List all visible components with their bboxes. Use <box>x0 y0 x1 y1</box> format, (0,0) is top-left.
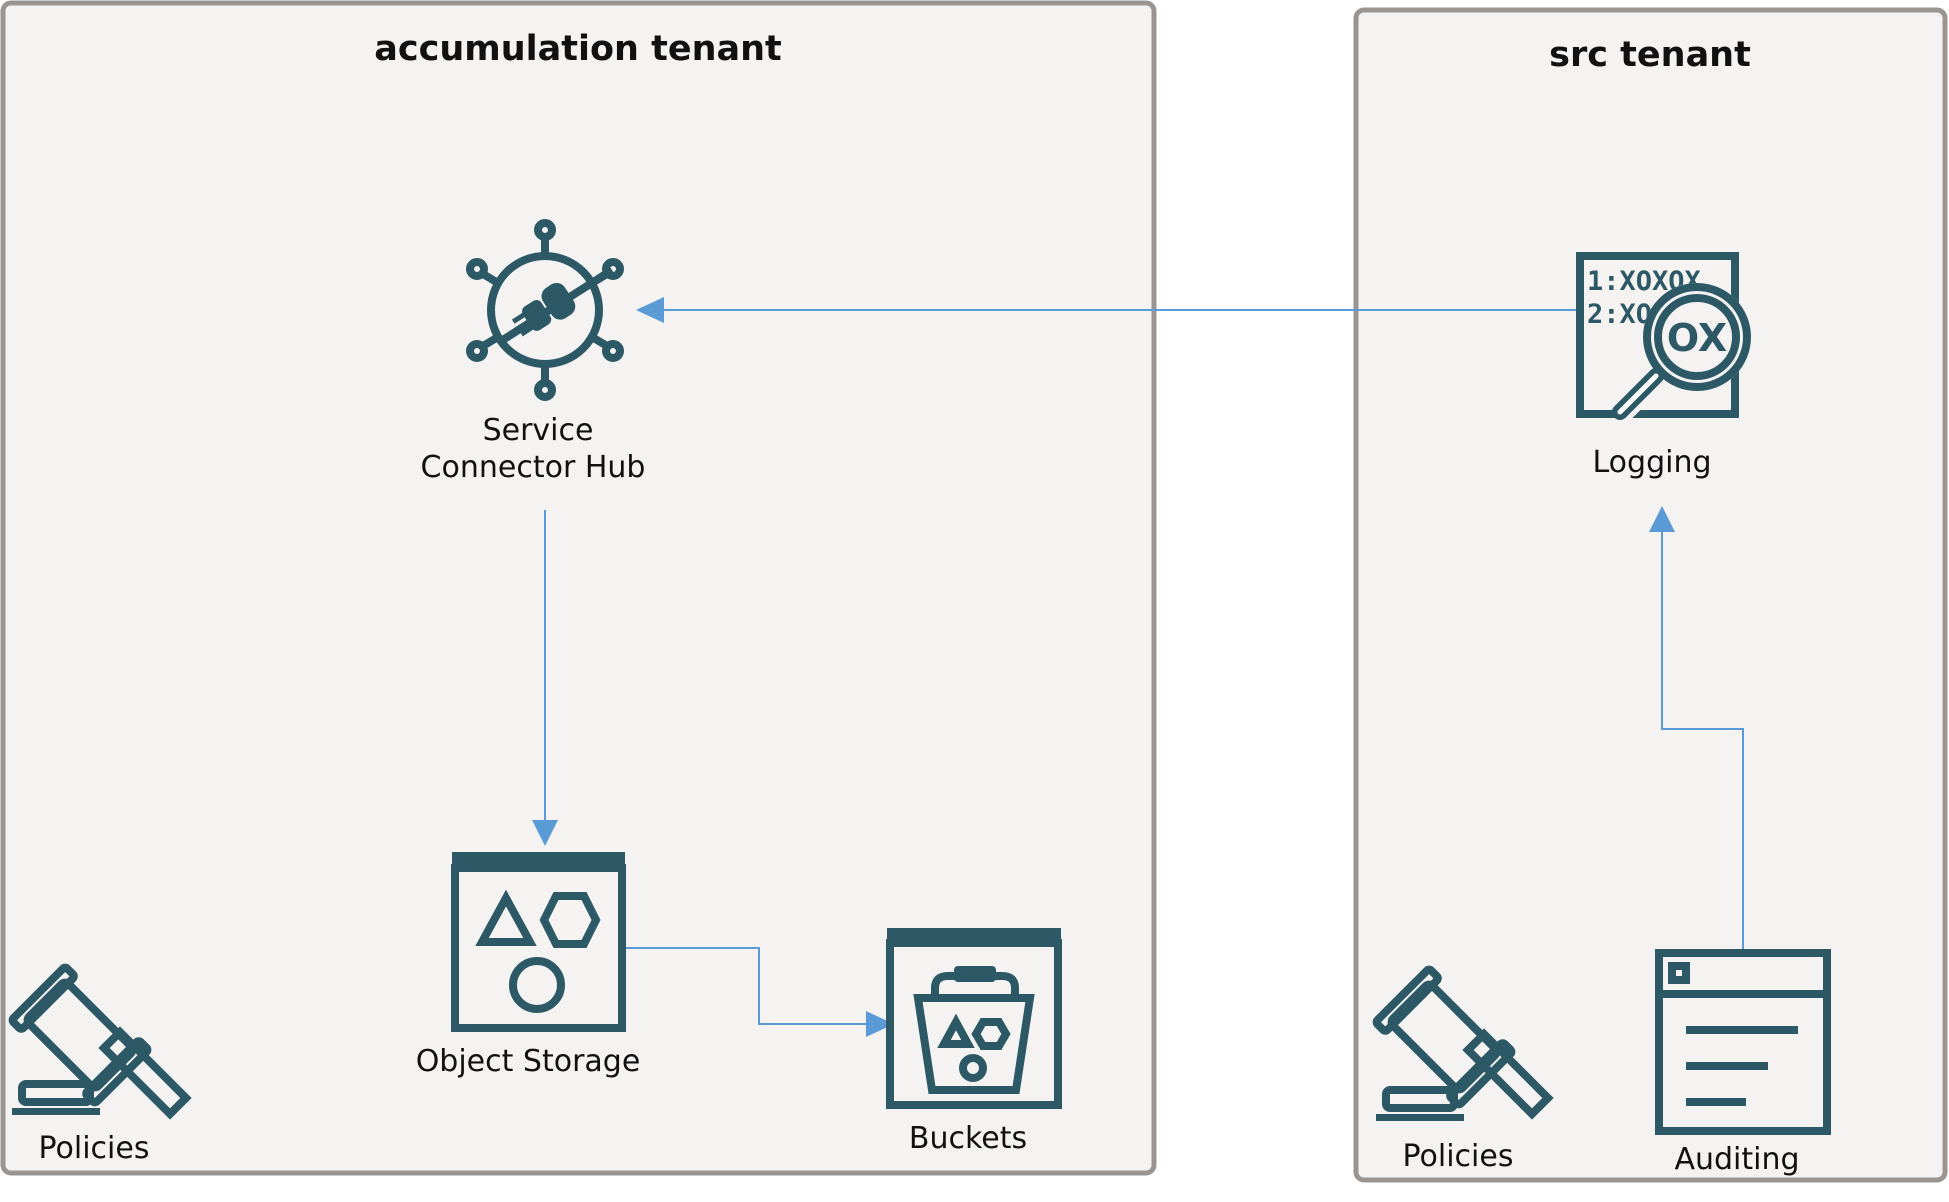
policies-src-label: Policies <box>1403 1139 1514 1174</box>
src-tenant-title: src tenant <box>1549 35 1751 75</box>
service-connector-hub-label-line2: Connector Hub <box>421 450 646 485</box>
arrowhead-buckets <box>866 1011 894 1037</box>
accumulation-tenant-title: accumulation tenant <box>374 29 782 69</box>
auditing-label: Auditing <box>1674 1142 1799 1177</box>
accumulation-tenant-box <box>0 0 1157 1176</box>
arrowhead-logging <box>1649 506 1675 532</box>
buckets-label: Buckets <box>909 1121 1027 1156</box>
arrowhead-object-storage <box>532 820 558 846</box>
audit-document-icon <box>1655 949 1831 1135</box>
logging-icon-text-line2: 2:XO <box>1587 299 1652 330</box>
connector-auditing-to-logging <box>1661 530 1744 953</box>
service-connector-hub-label-line1: Service <box>483 413 594 448</box>
logging-label: Logging <box>1592 445 1711 480</box>
connector-object-storage-to-buckets <box>626 947 872 1025</box>
object-storage-label: Object Storage <box>416 1044 641 1079</box>
object-storage-icon <box>451 852 626 1032</box>
bucket-icon <box>886 928 1062 1109</box>
gavel-icon <box>8 963 192 1120</box>
logging-icon-lens-text: OX <box>1667 316 1727 360</box>
gavel-icon <box>1372 965 1554 1121</box>
arrowhead-hub <box>636 297 664 323</box>
service-connector-hub-icon <box>466 219 624 401</box>
connectors <box>532 297 1744 1037</box>
logging-icon: 1:XOXOX 2:XO OX <box>1576 252 1751 422</box>
policies-accumulation-label: Policies <box>39 1131 150 1166</box>
src-tenant-box <box>1353 7 1948 1183</box>
